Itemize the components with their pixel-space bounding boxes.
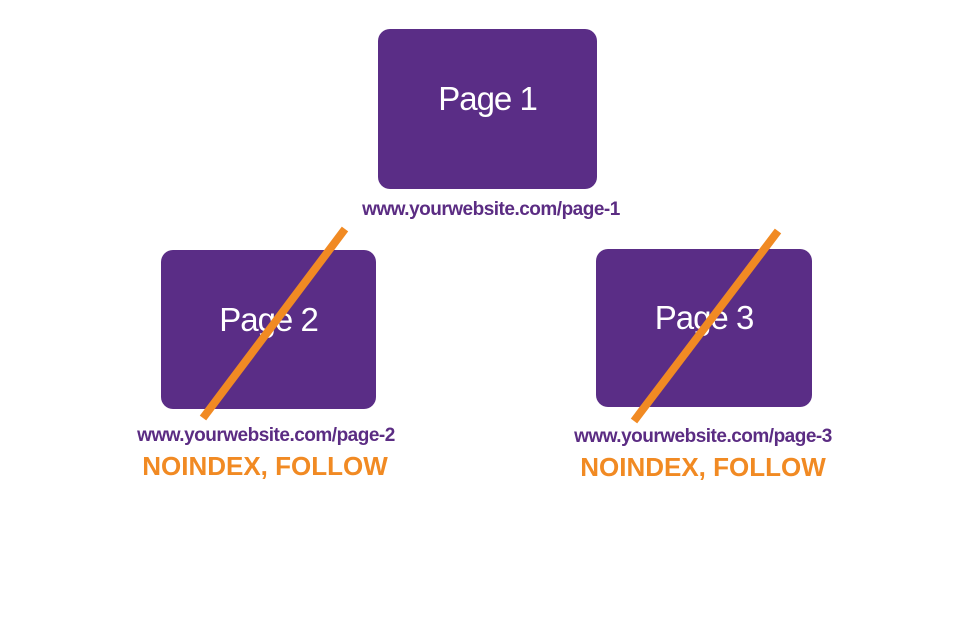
page-3-box: Page 3: [596, 249, 812, 407]
page-2-url: www.yourwebsite.com/page-2: [137, 425, 395, 446]
page-2-directive: NOINDEX, FOLLOW: [142, 451, 388, 481]
page-1-label: Page 1: [438, 80, 538, 117]
page-1-box: Page 1: [378, 29, 597, 189]
page-3-url: www.yourwebsite.com/page-3: [574, 426, 832, 447]
page-1-url: www.yourwebsite.com/page-1: [362, 199, 620, 220]
page-2-label: Page 2: [219, 300, 319, 338]
page-3-directive: NOINDEX, FOLLOW: [580, 452, 826, 482]
page-2-box: Page 2: [161, 250, 376, 409]
page-3-label: Page 3: [654, 299, 755, 336]
